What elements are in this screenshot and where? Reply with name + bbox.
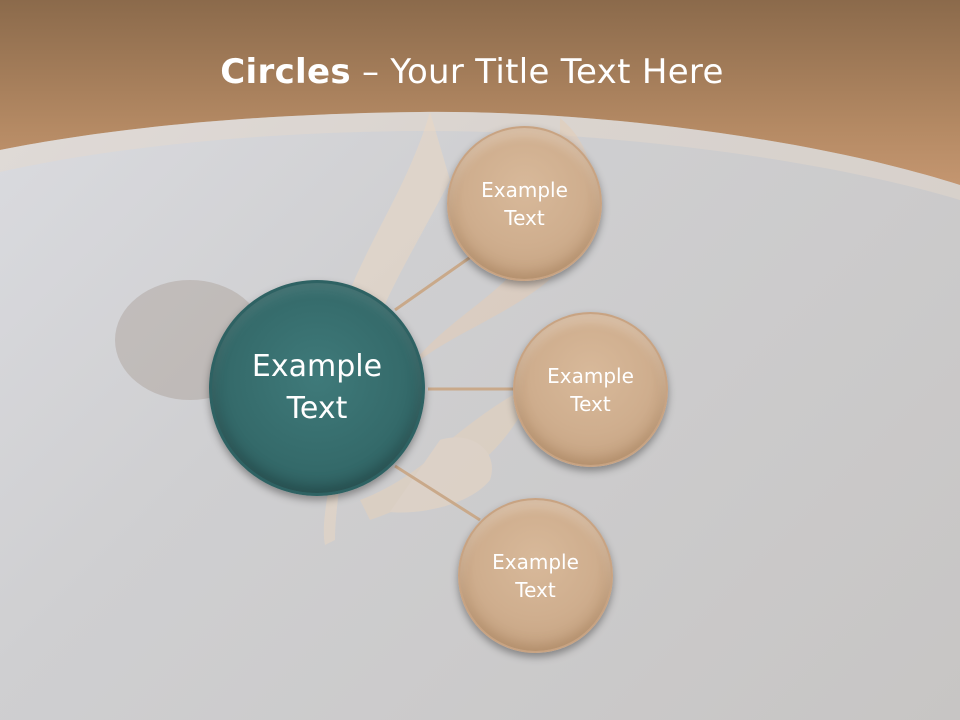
header-band — [0, 0, 960, 200]
slide-title: Circles – Your Title Text Here — [0, 52, 944, 92]
center-circle-label: Example Text — [251, 349, 383, 426]
title-rest: – Your Title Text Here — [350, 52, 724, 92]
connector-line-bottom — [394, 464, 481, 522]
satellite-circle-bottom-label: Example Text — [492, 549, 579, 602]
satellite-circle-top-label: Example Text — [481, 177, 568, 230]
center-circle: Example Text — [209, 280, 425, 496]
connector-line-top — [394, 254, 473, 312]
title-bold: Circles — [220, 52, 351, 92]
satellite-circle-top: Example Text — [447, 126, 602, 281]
satellite-circle-bottom: Example Text — [458, 498, 613, 653]
satellite-circle-middle-label: Example Text — [547, 363, 634, 416]
satellite-circle-middle: Example Text — [513, 312, 668, 467]
